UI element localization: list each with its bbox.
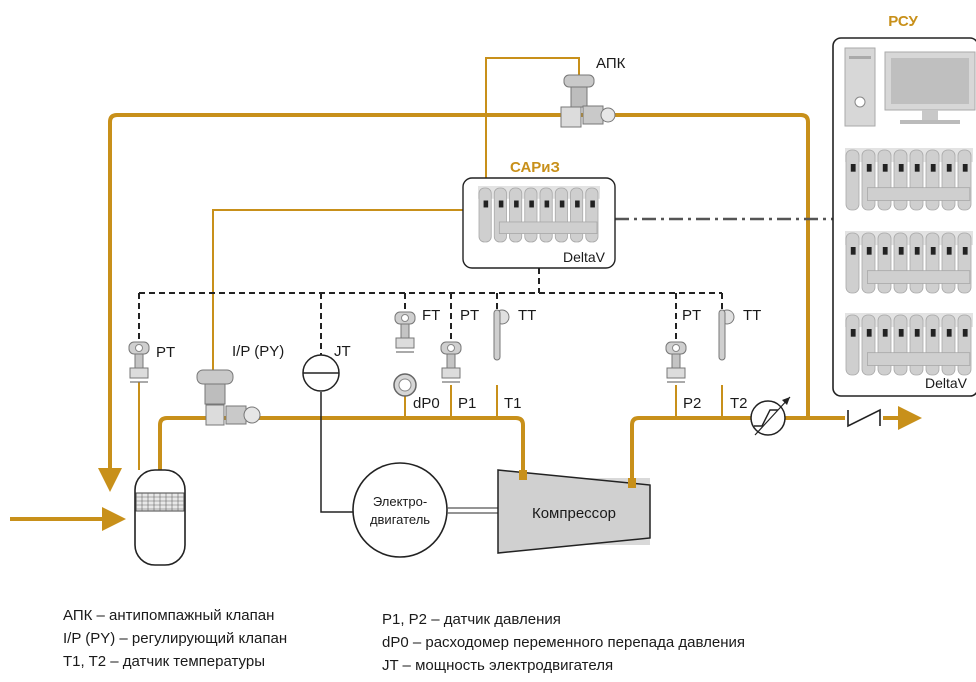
compressor: Компрессор (497, 469, 651, 554)
svg-text:PT: PT (460, 307, 479, 324)
svg-text:АПК: АПК (596, 55, 626, 72)
svg-text:Компрессор: Компрессор (532, 505, 616, 522)
legend-right: P1, P2 – датчик давления dP0 – расходоме… (382, 608, 745, 677)
tap-labels: dP0 P1 T1 P2 T2 (413, 395, 748, 412)
svg-text:PT: PT (156, 344, 175, 361)
jt-power-sensor: JT (302, 343, 351, 392)
legend-left: АПК – антипомпажный клапан I/P (PY) – ре… (63, 604, 287, 673)
svg-text:DeltaV: DeltaV (925, 375, 968, 391)
svg-text:TT: TT (518, 307, 536, 324)
legend-item: I/P (PY) – регулирующий клапан (63, 630, 288, 647)
svg-text:DeltaV: DeltaV (563, 249, 606, 265)
transmitter-icon (665, 341, 687, 383)
svg-text:PT: PT (682, 307, 701, 324)
recycle-line (98, 113, 810, 492)
process-pipes (10, 113, 922, 531)
check-valve (845, 408, 883, 428)
controller-rack-icon (845, 313, 973, 376)
legend-item: P1, P2 – датчик давления (382, 611, 561, 628)
process-taps (138, 382, 723, 470)
apk-signal-line (485, 57, 580, 178)
separator-outlet-pipe (158, 416, 525, 478)
transmitter-icon (394, 311, 416, 353)
legend-item: T1, T2 – датчик температуры (63, 653, 265, 670)
controller-rack-icon (478, 186, 600, 243)
jt-wire (320, 392, 356, 513)
ip-control-valve: I/P (PY) (196, 343, 284, 426)
legend-item: АПК – антипомпажный клапан (63, 607, 275, 624)
svg-text:dP0: dP0 (413, 395, 440, 412)
controller-rack-icon (845, 231, 973, 294)
temperature-sensor-icon (718, 309, 735, 361)
sariz-controller: САРиЗ DeltaV (462, 159, 616, 269)
transmitter-labels: PT FT PT TT PT TT (156, 307, 761, 361)
svg-text:Электро-: Электро- (373, 494, 427, 509)
svg-text:РСУ: РСУ (888, 13, 918, 30)
anti-surge-valve: АПК (560, 55, 626, 128)
svg-text:I/P (PY): I/P (PY) (232, 343, 284, 360)
transmitter-icon (440, 341, 462, 383)
process-diagram: Электро- двигатель Компрессор САРиЗ Delt… (10, 13, 976, 566)
computer-icon (844, 47, 976, 127)
dcs-panel: РСУ DeltaV (832, 13, 976, 397)
signal-bus (138, 268, 723, 355)
cooler (750, 396, 791, 436)
svg-text:T1: T1 (504, 395, 522, 412)
discharge-pipe (630, 406, 922, 478)
controller-rack-icon (845, 148, 973, 211)
svg-text:P2: P2 (683, 395, 701, 412)
legend-item: dP0 – расходомер переменного перепада да… (382, 634, 745, 651)
svg-text:JT: JT (334, 343, 351, 360)
legend-item: JT – мощность электродвигателя (382, 657, 614, 674)
svg-text:TT: TT (743, 307, 761, 324)
svg-text:P1: P1 (458, 395, 476, 412)
svg-text:T2: T2 (730, 395, 748, 412)
transmitters (128, 309, 735, 383)
svg-text:САРиЗ: САРиЗ (510, 159, 560, 176)
motor-shaft (447, 507, 498, 514)
separator (134, 469, 186, 566)
transmitter-icon (128, 341, 150, 383)
electric-motor: Электро- двигатель (352, 462, 448, 558)
temperature-sensor-icon (493, 309, 510, 361)
svg-text:FT: FT (422, 307, 440, 324)
ip-signal-line (212, 209, 463, 370)
svg-text:двигатель: двигатель (370, 512, 430, 527)
dp0-flowmeter (393, 373, 417, 397)
